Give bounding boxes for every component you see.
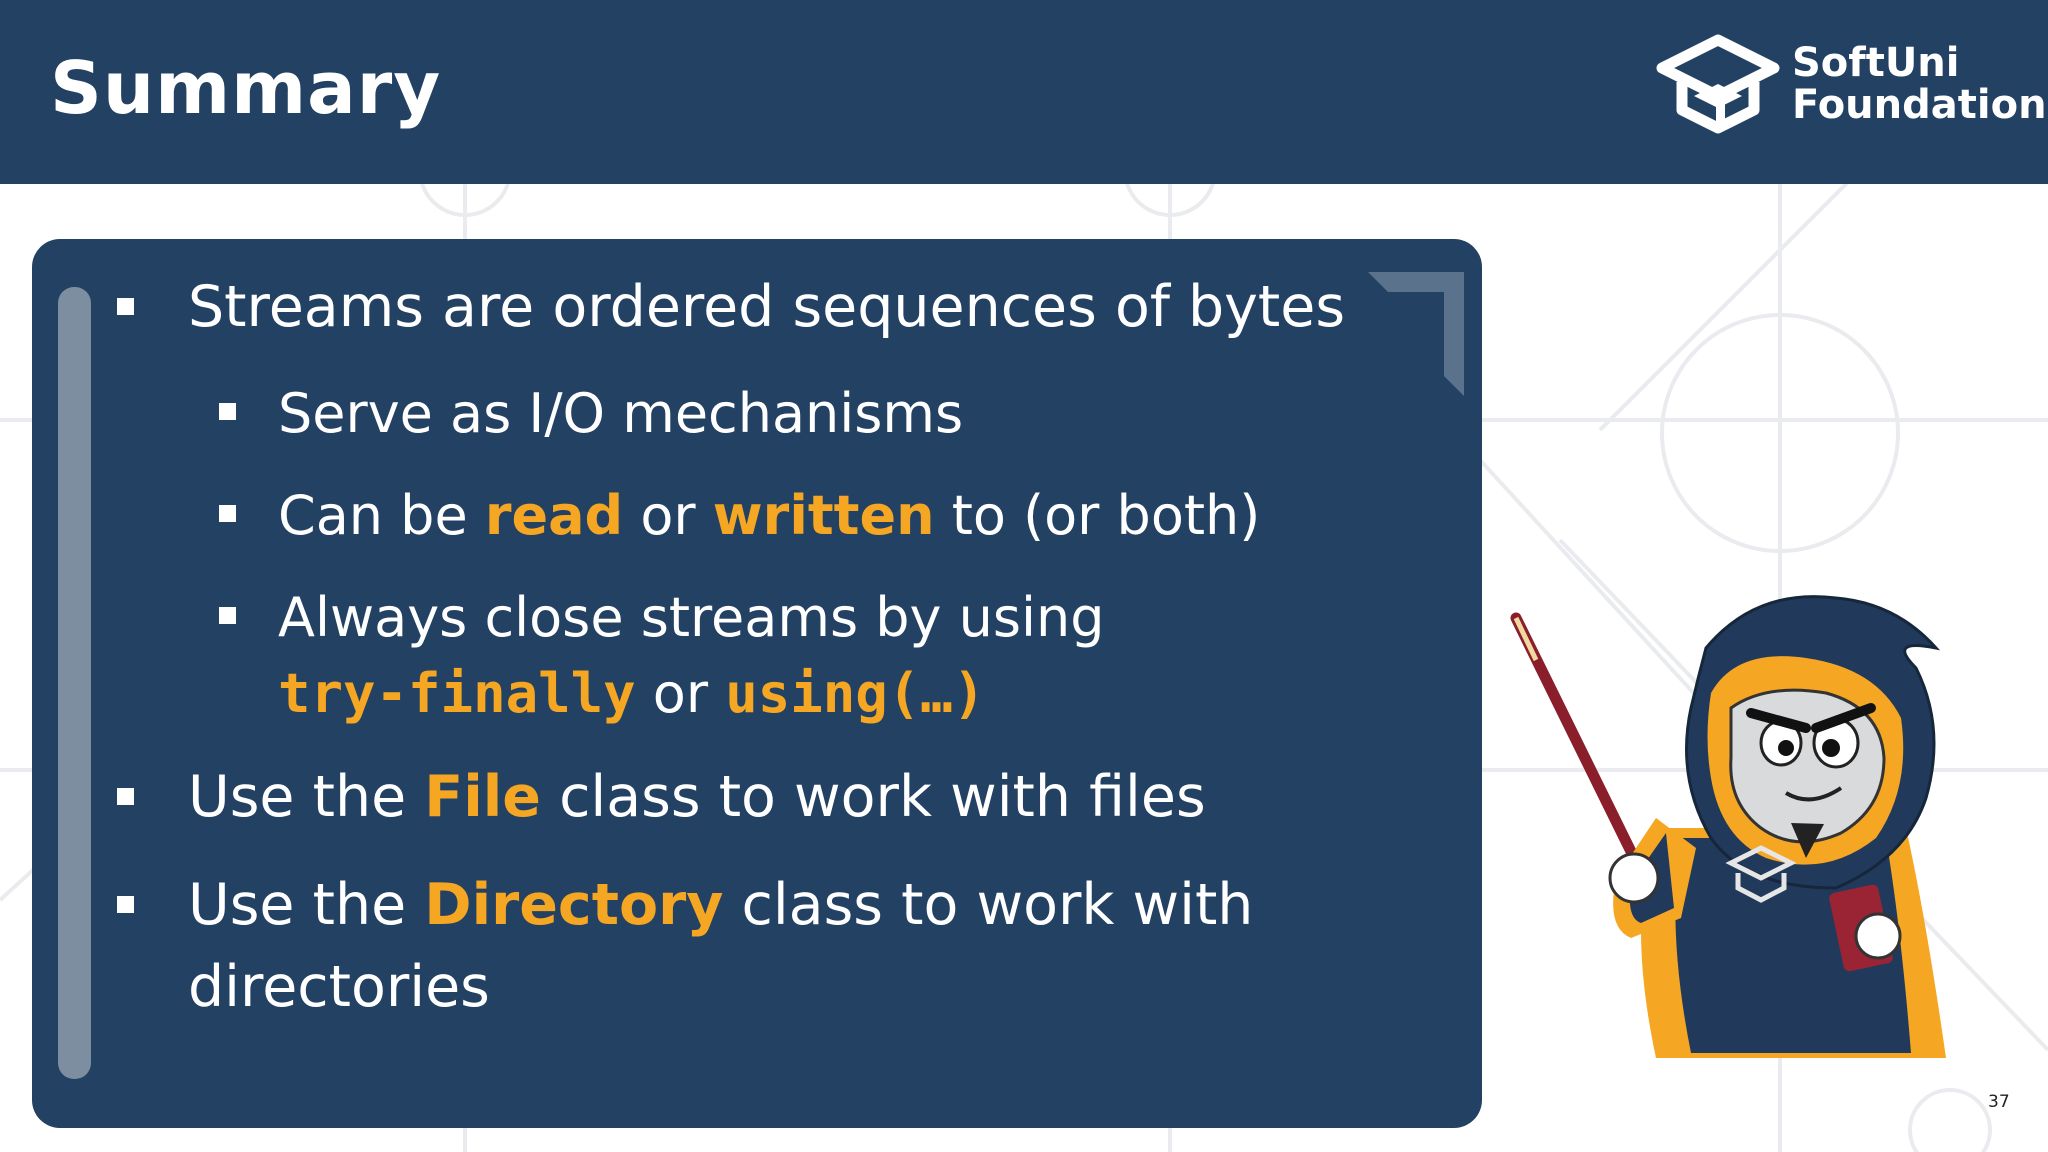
panel-scrollbar[interactable]	[58, 287, 91, 1079]
corner-bracket-decoration	[1368, 272, 1464, 396]
bullet-text-line2: try-finally or using(…)	[278, 662, 985, 725]
text-mid: or	[635, 662, 726, 725]
bullet-marker	[219, 505, 236, 522]
bullet-text-line2: directories	[188, 954, 490, 1020]
code-try-finally: try-finally	[278, 662, 636, 725]
graduation-cap-cube-icon	[1656, 34, 1780, 134]
logo-line-2: Foundation	[1792, 82, 2047, 128]
bullet-text: Use the File class to work with files	[188, 764, 1206, 830]
text-pre: Use the	[188, 764, 425, 830]
text-post: class to work with	[723, 872, 1254, 938]
text-post: to (or both)	[934, 484, 1261, 547]
highlight-written: written	[712, 484, 935, 547]
text-pre: Can be	[278, 484, 485, 547]
logo-wordmark: SoftUni Foundation	[1792, 42, 2047, 126]
bullet-marker	[117, 788, 134, 805]
logo-line-1: SoftUni	[1792, 40, 1960, 86]
bullet-marker	[117, 896, 134, 913]
highlight-directory: Directory	[424, 872, 724, 938]
slide-header: Summary SoftUni Foundation	[0, 0, 2048, 184]
text-post: class to work with files	[540, 764, 1206, 830]
highlight-file: File	[424, 764, 541, 830]
softuni-logo: SoftUni Foundation	[1656, 34, 2047, 134]
slide-title: Summary	[50, 46, 442, 130]
bullet-marker	[117, 298, 134, 315]
bullet-text-line1: Use the Directory class to work with	[188, 872, 1253, 938]
bullet-marker	[219, 607, 236, 624]
code-using: using(…)	[725, 662, 986, 725]
text-mid: or	[623, 484, 713, 547]
bullet-text: Streams are ordered sequences of bytes	[188, 274, 1346, 340]
summary-panel	[32, 239, 1482, 1128]
bullet-text: Can be read or written to (or both)	[278, 484, 1260, 547]
wizard-mascot-icon	[1510, 595, 1946, 1058]
page-number: 37	[1988, 1092, 2010, 1112]
highlight-read: read	[484, 484, 624, 547]
bullet-text-line1: Always close streams by using	[278, 586, 1105, 649]
text-pre: Use the	[188, 872, 425, 938]
bullet-marker	[219, 403, 236, 420]
bullet-text: Serve as I/O mechanisms	[278, 382, 964, 445]
